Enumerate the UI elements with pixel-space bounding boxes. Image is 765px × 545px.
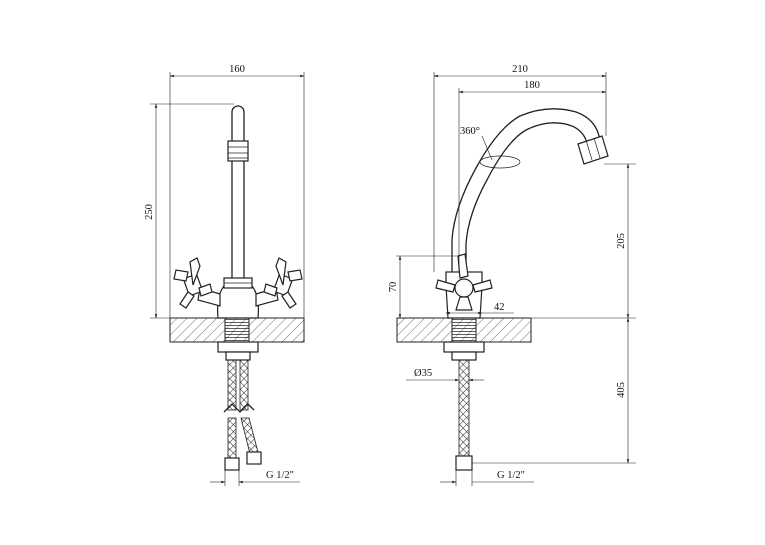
side-spout-tip xyxy=(577,135,609,165)
dim-side-reach: 180 xyxy=(524,80,540,91)
dim-side-thread: G 1/2" xyxy=(497,470,525,481)
dim-front-width: 160 xyxy=(229,64,245,75)
dim-side-width: 210 xyxy=(512,64,528,75)
front-right-handle xyxy=(263,257,303,309)
side-handle xyxy=(435,253,493,311)
front-aerator xyxy=(227,140,249,162)
front-dimensions: 160 250 G 1/2" xyxy=(144,64,305,486)
front-spout-tube xyxy=(231,105,245,282)
side-nut xyxy=(443,341,485,353)
front-body xyxy=(217,285,259,319)
side-mount-thread xyxy=(451,317,477,343)
dim-swivel: 360° xyxy=(460,126,480,137)
swivel-indicator xyxy=(479,155,521,169)
dim-front-height: 250 xyxy=(144,204,155,220)
side-spout xyxy=(451,108,601,278)
dim-side-body: 42 xyxy=(494,302,505,313)
dim-pipe-diameter: Ø35 xyxy=(414,368,432,379)
front-left-handle xyxy=(173,257,213,309)
side-view xyxy=(396,108,609,471)
side-dimensions: 210 180 360° 205 70 42 Ø35 405 G 1/2" xyxy=(388,64,636,486)
dim-hose-length: 405 xyxy=(616,382,627,398)
front-hoses xyxy=(223,359,262,471)
side-hose xyxy=(455,359,473,471)
front-mount-thread xyxy=(224,317,250,343)
front-view xyxy=(169,105,305,471)
dim-front-thread: G 1/2" xyxy=(266,470,294,481)
front-nut xyxy=(217,341,259,353)
dim-side-handle-height: 70 xyxy=(388,282,399,293)
dim-side-spout-height: 205 xyxy=(616,233,627,249)
